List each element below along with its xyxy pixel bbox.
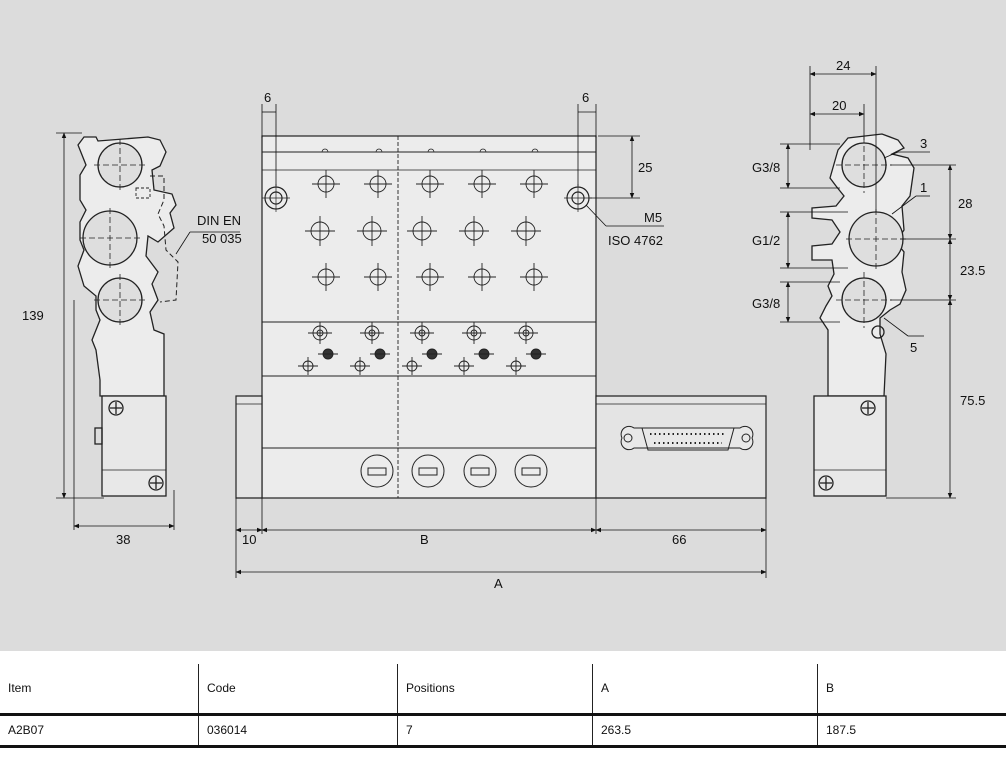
- column-header-a: A: [592, 664, 818, 716]
- front-bottom-left-dim: 10: [242, 532, 256, 547]
- left-height-dim: 139: [22, 308, 44, 323]
- port-3-label: 3: [920, 136, 927, 151]
- right-dim-75-5: 75.5: [960, 393, 985, 408]
- cell-positions: 7: [397, 714, 593, 748]
- thread-bottom-label: G3/8: [752, 296, 780, 311]
- column-header-item: Item: [0, 664, 199, 716]
- right-top-outer-dim: 24: [836, 58, 850, 73]
- front-top-right-dim: 6: [582, 90, 589, 105]
- rail-label-line1: DIN EN: [197, 213, 241, 228]
- sub-d-connector: [620, 425, 754, 451]
- right-dim-28: 28: [958, 196, 972, 211]
- front-height-dim: 25: [638, 160, 652, 175]
- front-bottom-mid-dim: B: [420, 532, 429, 547]
- column-header-code: Code: [198, 664, 398, 716]
- left-dimensions: [56, 132, 240, 530]
- front-overall-dim: A: [494, 576, 503, 591]
- right-dimensions: [780, 66, 956, 499]
- screw-label-iso: ISO 4762: [608, 233, 663, 248]
- right-dim-23-5: 23.5: [960, 263, 985, 278]
- technical-drawing: 139 38 DIN EN 50 035: [0, 0, 1006, 651]
- front-dimensions: [235, 104, 767, 578]
- table-header-row: Item Code Positions A B: [0, 664, 1006, 716]
- port-1-label: 1: [920, 180, 927, 195]
- table-body: A2B07 036014 7 263.5 187.5: [0, 714, 1006, 748]
- port-5-label: 5: [910, 340, 917, 355]
- specification-table: Item Code Positions A B A2B07 036014 7 2…: [0, 664, 1006, 748]
- front-bottom-right-dim: 66: [672, 532, 686, 547]
- cell-a: 263.5: [592, 714, 818, 748]
- cell-code: 036014: [198, 714, 398, 748]
- thread-mid-label: G1/2: [752, 233, 780, 248]
- screw-label-m5: M5: [644, 210, 662, 225]
- table-row: A2B07 036014 7 263.5 187.5: [0, 714, 1006, 748]
- thread-top-label: G3/8: [752, 160, 780, 175]
- table-header: Item Code Positions A B: [0, 664, 1006, 716]
- column-header-b: B: [817, 664, 1006, 716]
- left-side-view: [77, 136, 179, 497]
- cell-b: 187.5: [817, 714, 1006, 748]
- front-top-left-dim: 6: [264, 90, 271, 105]
- left-width-dim: 38: [116, 532, 130, 547]
- column-header-positions: Positions: [397, 664, 593, 716]
- rail-label-line2: 50 035: [202, 231, 242, 246]
- front-view: [235, 135, 767, 499]
- drawing-canvas: 139 38 DIN EN 50 035: [22, 58, 985, 591]
- right-top-inner-dim: 20: [832, 98, 846, 113]
- cell-item: A2B07: [0, 714, 199, 748]
- right-side-view: [811, 133, 915, 497]
